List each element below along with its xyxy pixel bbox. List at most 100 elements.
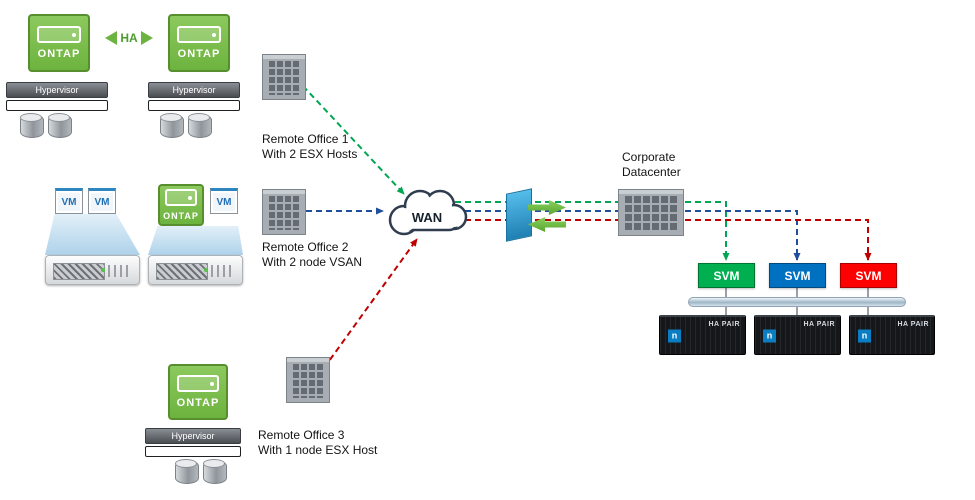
office2-label-line2: With 2 node VSAN [262, 255, 363, 269]
vm-node: VM [88, 188, 116, 214]
ontap-node-c: ONTAP [168, 364, 228, 420]
vm-label: VM [216, 196, 232, 208]
hypervisor-label: Hypervisor [172, 85, 216, 95]
ontap-node-b: ONTAP [168, 14, 230, 72]
svm-label: SVM [784, 268, 811, 283]
svm-label: SVM [713, 268, 740, 283]
server-bar-b [148, 100, 240, 111]
svm-green: SVM [698, 263, 755, 288]
vm-label: VM [94, 196, 110, 208]
vsan-server-node [148, 255, 243, 285]
office1-label-line1: Remote Office 1 [262, 132, 349, 146]
ha-pair-label: HA PAIR [708, 321, 740, 328]
hypervisor-label: Hypervisor [35, 85, 79, 95]
netapp-logo-letter: n [861, 330, 868, 341]
ha-arrow-left-icon [98, 31, 118, 45]
vsan-server-node [45, 255, 140, 285]
wan-cloud-icon: WAN [388, 189, 468, 236]
disk-icon [175, 459, 199, 484]
building-windows [267, 196, 301, 230]
ha-indicator: HA [96, 28, 162, 48]
svm-connector [725, 288, 727, 298]
ha-pair-storage-3: n HA PAIR [849, 315, 935, 355]
server-bar-a [6, 100, 108, 111]
office3-label-line1: Remote Office 3 [258, 428, 345, 442]
disk-icon [20, 113, 44, 138]
ha-label: HA [120, 31, 138, 45]
cluster-interconnect-bar [688, 297, 906, 307]
hypervisor-bar-c: Hypervisor [145, 428, 241, 444]
hypervisor-bar-a: Hypervisor [6, 82, 108, 98]
building-windows [291, 364, 325, 398]
server-leds-icon [211, 265, 235, 277]
svm-connector [796, 288, 798, 298]
power-led-icon [101, 268, 105, 272]
ha-pair-storage-1: n HA PAIR [659, 315, 746, 355]
storage-controller-icon [37, 26, 81, 43]
svm-connector [867, 288, 869, 298]
disk-icon [160, 113, 184, 138]
netapp-logo-letter: n [766, 330, 773, 341]
hypervisor-bar-b: Hypervisor [148, 82, 240, 98]
ontap-node-a: ONTAP [28, 14, 90, 72]
office2-label-line1: Remote Office 2 [262, 240, 349, 254]
office3-label-line2: With 1 node ESX Host [258, 443, 378, 457]
building-windows [623, 196, 679, 231]
office1-label-line2: With 2 ESX Hosts [262, 147, 358, 161]
vm-node: VM [55, 188, 83, 214]
netapp-logo: n [858, 329, 871, 342]
vm-label: VM [61, 196, 77, 208]
wan-to-svm3-link [455, 219, 872, 261]
disk-icon [188, 113, 212, 138]
storage-connector [867, 307, 869, 315]
netapp-logo-letter: n [671, 330, 678, 341]
hypervisor-label: Hypervisor [171, 431, 215, 441]
ontap-label: ONTAP [37, 48, 81, 60]
ontap-label: ONTAP [176, 397, 220, 409]
ontap-label: ONTAP [163, 211, 199, 221]
office2-label: Remote Office 2 With 2 node VSAN [262, 240, 362, 270]
office1-label: Remote Office 1 With 2 ESX Hosts [262, 132, 357, 162]
datacenter-building-icon [618, 189, 684, 236]
wan-label: WAN [412, 210, 442, 225]
datacenter-label: Corporate Datacenter [622, 150, 681, 180]
vm-node: VM [210, 188, 238, 214]
svm-blue: SVM [769, 263, 826, 288]
svm-red: SVM [840, 263, 897, 288]
ha-pair-storage-2: n HA PAIR [754, 315, 841, 355]
datacenter-label-line1: Corporate [622, 150, 676, 164]
office2-building-icon [262, 189, 306, 235]
building-roof [263, 55, 305, 59]
datacenter-label-line2: Datacenter [622, 165, 681, 179]
server-leds-icon [108, 265, 132, 277]
storage-controller-icon [177, 26, 221, 43]
projection-beam-icon [148, 226, 243, 255]
office3-building-icon [286, 357, 330, 403]
wan-to-svm2-link [455, 210, 801, 261]
ha-pair-label: HA PAIR [803, 321, 835, 328]
netapp-logo: n [668, 329, 681, 342]
office1-building-icon [262, 54, 306, 100]
ha-pair-label: HA PAIR [897, 321, 929, 328]
office1-to-wan-link [302, 85, 405, 195]
storage-controller-icon [176, 375, 220, 392]
building-roof [287, 358, 329, 362]
office3-to-wan-link [323, 238, 418, 369]
storage-connector [725, 307, 727, 315]
building-windows [267, 61, 301, 95]
wan-to-svm1-link [455, 201, 730, 261]
ontap-node-vsan: ONTAP [158, 184, 204, 226]
building-roof [619, 190, 683, 194]
server-grille-icon [53, 263, 105, 280]
office3-label: Remote Office 3 With 1 node ESX Host [258, 428, 377, 458]
server-grille-icon [156, 263, 208, 280]
netapp-logo: n [763, 329, 776, 342]
ha-arrow-right-icon [140, 31, 160, 45]
svm-label: SVM [855, 268, 882, 283]
power-led-icon [204, 268, 208, 272]
ontap-label: ONTAP [177, 48, 221, 60]
disk-icon [48, 113, 72, 138]
disk-icon [203, 459, 227, 484]
